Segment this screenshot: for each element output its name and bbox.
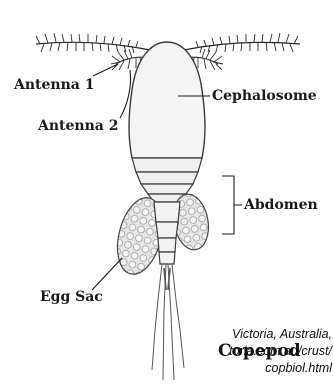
- label-antenna-1: Antenna 1: [14, 77, 94, 93]
- label-cephalosome: Cephalosome: [212, 88, 317, 104]
- egg-sac-leader: [92, 258, 122, 290]
- credit-line-3: copbiol.html: [229, 360, 332, 377]
- antenna-1-leader: [93, 64, 118, 76]
- label-egg-sac: Egg Sac: [40, 289, 103, 305]
- abdomen-body: [154, 202, 180, 264]
- abdomen-bracket: [222, 176, 242, 234]
- antenna-1-left: [36, 33, 150, 53]
- label-abdomen: Abdomen: [244, 197, 318, 213]
- caudal-setae: [152, 264, 184, 380]
- label-antenna-2: Antenna 2: [38, 118, 118, 134]
- antenna-2-leader: [120, 70, 131, 118]
- antenna-1-right: [184, 33, 300, 53]
- diagram-title: Copepod: [218, 341, 301, 361]
